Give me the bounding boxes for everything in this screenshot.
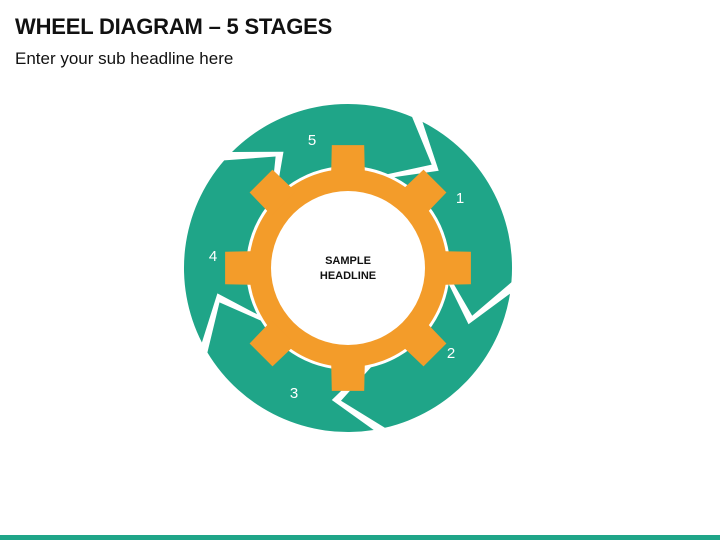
gear-tooth-3 [439,251,471,285]
stage-label-1: 1 [456,190,464,207]
ring-segment-1 [394,121,513,316]
gear-tooth-1 [331,145,365,177]
bottom-accent-bar [0,535,720,540]
page-subtitle: Enter your sub headline here [15,49,234,68]
gear-tooth-7 [225,251,257,285]
stage-label-4: 4 [209,248,217,265]
ring-segment-3 [207,302,374,433]
stage-label-2: 2 [447,345,455,362]
center-headline-line-2: HEADLINE [320,270,376,282]
stage-label-3: 3 [290,385,298,402]
center-circle [271,191,425,345]
ring-segment-4 [183,156,276,343]
stage-labels: 1 2 3 4 5 [209,132,464,402]
stage-label-5: 5 [308,132,316,149]
gear-tooth-2 [400,169,447,216]
gear-tooth-8 [249,169,296,216]
center-headline-line-1: SAMPLE [325,255,371,267]
gear-tooth-6 [249,320,296,367]
gear-tooth-4 [400,320,447,367]
gear-tooth-5 [331,359,365,391]
page-title: WHEEL DIAGRAM – 5 STAGES [15,14,333,39]
